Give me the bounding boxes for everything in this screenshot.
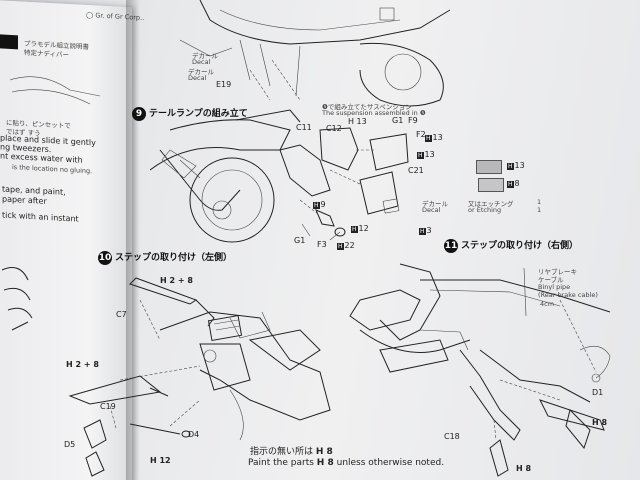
- part-c19: C19: [100, 402, 116, 411]
- decal-en-label-2: Decal: [188, 74, 207, 82]
- part-c7: C7: [116, 310, 127, 319]
- ref-step10-bottom: H 12: [150, 456, 171, 465]
- part-g1-top: G1: [392, 116, 404, 125]
- part-f9-top: F9: [408, 116, 418, 125]
- part-d4: D4: [188, 430, 200, 439]
- part-f3: F3: [317, 240, 327, 249]
- part-d5: D5: [64, 440, 76, 449]
- ref-step9-4-value: 22: [344, 241, 355, 250]
- ref-step9-6-value: 13: [432, 133, 443, 142]
- step11-number: 11: [444, 239, 458, 253]
- brake-jp-2: ケーブル: [538, 276, 564, 284]
- ref-step9-2-value: 9: [320, 200, 326, 209]
- color-swatch-1: [476, 160, 502, 174]
- ref-top: H 13: [348, 117, 367, 126]
- ref-step11-bottom: H 8: [516, 464, 532, 473]
- brake-jp-1: リヤブレーキ: [538, 268, 577, 276]
- decal-en-step9: Decal: [422, 206, 441, 214]
- etching-en: or Etching: [468, 206, 502, 214]
- circle-ref-2: 1: [537, 206, 542, 214]
- part-e19: E19: [216, 80, 232, 89]
- swatch-ref-2-value: 8: [514, 179, 520, 188]
- step10-title-text: ステップの取り付け（左側）: [115, 253, 233, 263]
- left-page-sketch: [1, 76, 101, 331]
- part-c21: C21: [408, 166, 424, 175]
- swatch-ref-1-value: 13: [514, 161, 525, 170]
- circle-ref-1: 1: [537, 198, 542, 206]
- step11-title-text: ステップの取り付け（右側）: [461, 241, 579, 251]
- ref-step9-3-value: 12: [358, 224, 369, 233]
- ref-step9-1-value: 13: [424, 150, 435, 159]
- decal-jp-label: デカール: [192, 52, 218, 60]
- ref-step10-left: H 2 + 8: [66, 360, 99, 369]
- step11-drawing: [349, 263, 611, 477]
- decal-en-label: Decal: [192, 58, 211, 66]
- paint-note-jp: 指示の無い所は H 8: [250, 444, 333, 457]
- etching-jp: 又はエッチング: [468, 200, 514, 208]
- paint-note-en-a: Paint the parts: [248, 458, 314, 468]
- ref-step9-5-value: 3: [426, 226, 432, 235]
- part-c11: C11: [296, 123, 312, 132]
- step10-drawing: [68, 277, 331, 477]
- decal-jp-label-2: デカール: [188, 68, 214, 76]
- ref-step10-top: H 2 + 8: [160, 276, 193, 285]
- suspension-jp: ❺で組み立てたサスペンション: [322, 103, 412, 111]
- suspension-en: The suspension assembled in ❺: [322, 109, 426, 117]
- paint-note-en: Paint the parts H 8 unless otherwise not…: [248, 458, 444, 468]
- color-swatch-2: [478, 178, 504, 192]
- part-d1: D1: [592, 388, 604, 397]
- part-g1-step9: G1: [294, 236, 306, 245]
- paint-note-jp-ref: H 8: [315, 447, 333, 457]
- paint-note-en-ref: H 8: [316, 458, 334, 468]
- part-f2-top: F2: [416, 130, 426, 139]
- paint-note-en-b: unless otherwise noted.: [336, 458, 445, 468]
- paint-note-jp-text: 指示の無い所は: [250, 447, 314, 457]
- part-c18: C18: [444, 432, 460, 441]
- decal-jp-step9: デカール: [422, 200, 448, 208]
- brake-en-1: Binyl pipe: [538, 283, 571, 291]
- step10-number: 10: [98, 251, 112, 265]
- length-label: 4cm: [540, 300, 555, 308]
- step9-number: 9: [132, 107, 146, 121]
- step9-title-text: テールランプの組み立て: [149, 109, 248, 119]
- ref-step11-right: H 8: [592, 418, 608, 427]
- part-c12: C12: [326, 124, 342, 133]
- step9-tail-drawing: [149, 109, 409, 243]
- swatch-ref-2-prefix: H: [507, 181, 514, 188]
- top-motorcycle-frame: [179, 0, 451, 107]
- brake-en-2: (Rear brake cable): [538, 291, 598, 299]
